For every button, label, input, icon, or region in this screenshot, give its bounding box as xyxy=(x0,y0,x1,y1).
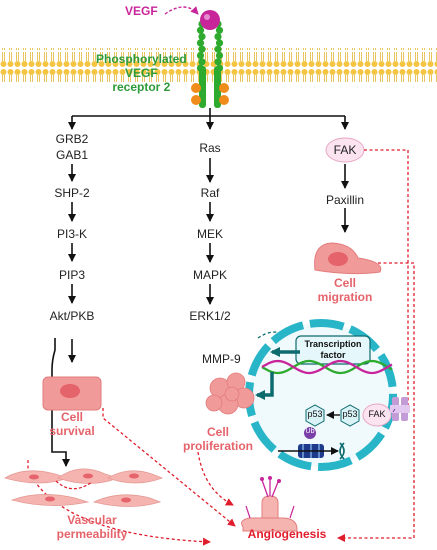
nuclear-pore-icon xyxy=(390,397,410,421)
angiogenesis-vessel-icon xyxy=(241,476,298,532)
raf-node: Raf xyxy=(200,186,220,200)
p53-hexagon xyxy=(305,404,325,427)
transcription-factor-box xyxy=(295,335,371,365)
paxillin-node: Paxillin xyxy=(325,193,365,207)
p53-fak-hexagon xyxy=(340,404,360,427)
p53-label: p53 xyxy=(307,409,323,419)
transcription-arrow-proliferation xyxy=(255,372,274,400)
pi3k-node: PI3-K xyxy=(56,227,88,241)
receptor-domain xyxy=(214,33,222,41)
p53-fak-label: p53 xyxy=(342,409,358,419)
shp2-node: SHP-2 xyxy=(54,186,90,200)
endothelial-layer xyxy=(4,468,164,507)
receptor-domain xyxy=(198,33,206,41)
vegf-ligand xyxy=(200,10,220,30)
vegf-receptor-2 xyxy=(191,20,229,108)
fak-nuclear-bubble xyxy=(362,403,392,427)
receptor-domain xyxy=(214,45,222,53)
receptor-domain xyxy=(198,58,206,66)
vegf-binding-arrow xyxy=(164,6,199,15)
mek-node: MEK xyxy=(196,227,224,241)
pip3-node: PIP3 xyxy=(58,268,86,282)
akt-pkb-node: Akt/PKB xyxy=(49,309,95,323)
branch-lines xyxy=(68,108,349,130)
angiogenesis-label: Angiogenesis xyxy=(247,527,327,541)
fak-nuclear-label: FAK xyxy=(368,409,386,419)
receptor-domain xyxy=(196,39,205,47)
receptor-domain xyxy=(215,39,224,47)
mmp9-label: MMP-9 xyxy=(202,352,241,366)
fak-node: FAK xyxy=(333,143,357,157)
erk12-node: ERK1/2 xyxy=(189,309,231,323)
receptor-domain xyxy=(214,58,222,66)
receptor-domain xyxy=(198,45,206,53)
left-path-arrows xyxy=(51,164,76,467)
dna xyxy=(261,359,393,375)
receptor-domain xyxy=(196,26,205,34)
mapk-node: MAPK xyxy=(192,268,228,282)
receptor-label: Phosphorylated VEGF receptor 2 xyxy=(96,52,187,94)
ub-marker xyxy=(304,427,316,439)
receptor-domain xyxy=(196,51,205,60)
ub-label: Ub xyxy=(305,428,315,435)
red-dashed-paths xyxy=(27,149,415,546)
ras-node: Ras xyxy=(199,141,221,155)
vegf-label: VEGF xyxy=(125,4,158,18)
proteasome-icon xyxy=(278,442,345,460)
proliferating-cells xyxy=(205,372,255,415)
receptor-domain xyxy=(215,26,224,34)
receptor-domain xyxy=(215,51,224,60)
